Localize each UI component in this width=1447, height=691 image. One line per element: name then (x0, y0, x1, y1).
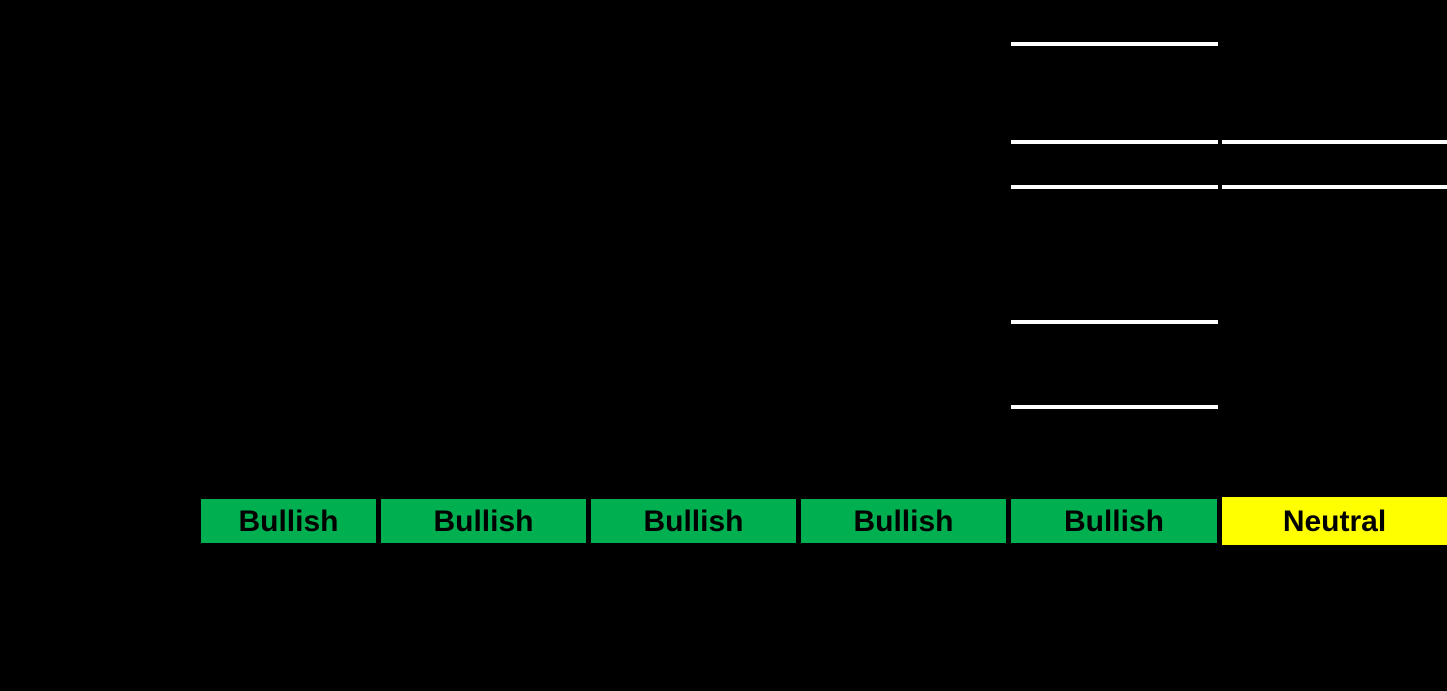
rule-5-left (1011, 405, 1218, 409)
rule-1-left (1011, 42, 1218, 46)
sentiment-cell-4[interactable]: Bullish (801, 499, 1011, 543)
rule-4-left (1011, 320, 1218, 324)
sentiment-cell-label: Neutral (1282, 505, 1387, 538)
sentiment-cell-2[interactable]: Bullish (381, 499, 591, 543)
sentiment-cell-label: Bullish (853, 505, 954, 538)
sentiment-cell-label: Bullish (1063, 505, 1164, 538)
sentiment-cell-3[interactable]: Bullish (591, 499, 801, 543)
sentiment-cell-label: Bullish (238, 505, 339, 538)
rule-2-left (1011, 140, 1218, 144)
sentiment-cell-5[interactable]: Bullish (1011, 499, 1222, 543)
rule-3-right (1222, 185, 1447, 189)
sentiment-cell-label: Bullish (643, 505, 744, 538)
sentiment-summary-row: Bullish Bullish Bullish Bullish Bullish Neutr… (201, 497, 1447, 545)
rule-3-left (1011, 185, 1218, 189)
rule-2-right (1222, 140, 1447, 144)
sentiment-cell-6[interactable]: Neutral (1222, 497, 1447, 545)
sentiment-cell-label: Bullish (433, 505, 534, 538)
sentiment-cell-1[interactable]: Bullish (201, 499, 381, 543)
